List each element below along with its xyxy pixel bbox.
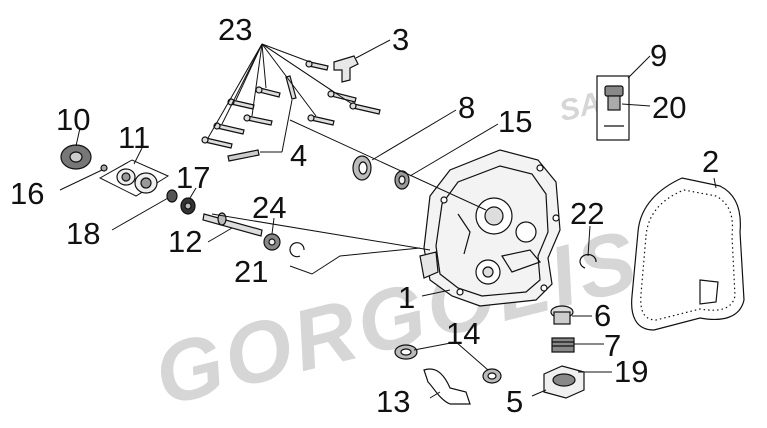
callout-12: 12 — [168, 224, 202, 259]
oil-seal-small — [180, 197, 196, 215]
callout-1: 1 — [398, 280, 415, 315]
crankcase-cover — [419, 149, 561, 307]
callout-13: 13 — [376, 384, 410, 419]
filler-cap — [596, 75, 630, 141]
pump-shaft — [202, 212, 263, 237]
strainer-spring — [551, 337, 575, 353]
hose-clamp-a — [394, 344, 418, 360]
callout-18: 18 — [66, 216, 100, 251]
callout-labels: 23 3 9 20 8 15 10 11 16 17 4 2 18 24 22 … — [10, 12, 719, 419]
strainer-cap — [543, 365, 585, 399]
circlip-a — [289, 242, 305, 258]
drive-gear — [60, 144, 92, 170]
dowel-pin — [227, 149, 260, 162]
callout-15: 15 — [498, 104, 532, 139]
callout-22: 22 — [570, 196, 604, 231]
breather-hose — [423, 368, 471, 405]
callout-3: 3 — [392, 22, 409, 57]
bearing-pair — [98, 159, 170, 197]
hose-clamp-b — [482, 368, 502, 384]
callout-14: 14 — [446, 316, 480, 351]
oil-seal-large — [352, 155, 372, 181]
washer-small — [100, 164, 108, 172]
callout-9: 9 — [650, 38, 667, 73]
callout-20: 20 — [652, 90, 686, 125]
seal-ring — [166, 189, 178, 203]
bolt-set — [201, 60, 381, 149]
callout-4: 4 — [290, 138, 307, 173]
shaft-bearing — [263, 233, 281, 251]
leader-lines — [59, 39, 717, 399]
callout-10: 10 — [56, 102, 90, 137]
callout-5: 5 — [506, 384, 523, 419]
circlip-b — [579, 253, 597, 269]
gasket — [631, 177, 745, 331]
callout-7: 7 — [604, 328, 621, 363]
bracket — [333, 55, 359, 83]
callout-23: 23 — [218, 12, 252, 47]
callout-6: 6 — [594, 298, 611, 333]
drain-plug — [550, 305, 574, 325]
callout-16: 16 — [10, 176, 44, 211]
callout-21: 21 — [234, 254, 268, 289]
callout-8: 8 — [458, 90, 475, 125]
bearing — [394, 170, 410, 190]
callout-24: 24 — [252, 190, 286, 225]
callout-11: 11 — [118, 120, 150, 155]
callout-19: 19 — [614, 354, 648, 389]
callout-17: 17 — [176, 160, 210, 195]
callout-2: 2 — [702, 144, 719, 179]
